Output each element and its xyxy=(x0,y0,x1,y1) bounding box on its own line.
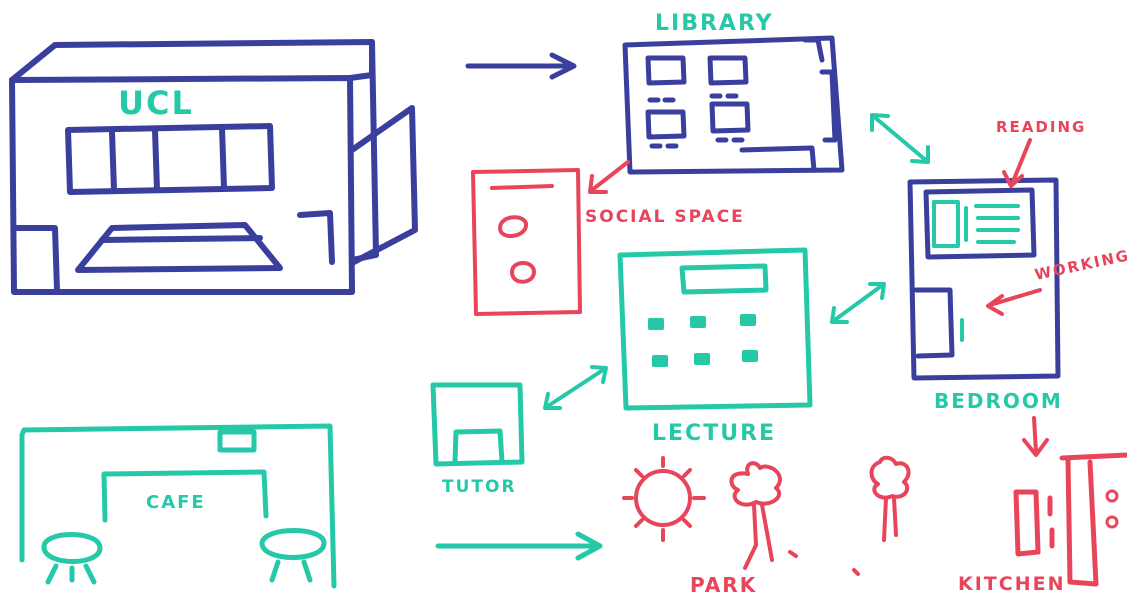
park-label: PARK xyxy=(690,573,757,597)
lecture-label: LECTURE xyxy=(652,421,776,446)
cafe-label: CAFE xyxy=(146,492,206,513)
bedroom-desk xyxy=(934,202,1018,340)
park-tree-right xyxy=(854,458,909,574)
kitchen-room xyxy=(1016,455,1127,584)
arrow-cafe-to-park xyxy=(438,534,600,558)
ucl-building xyxy=(12,42,415,292)
kitchen-hob xyxy=(1107,491,1117,527)
library-room xyxy=(625,38,842,172)
bedroom-label: BEDROOM xyxy=(934,389,1063,413)
park-tree-left xyxy=(731,463,796,568)
social-space-room xyxy=(473,170,580,314)
arrow-ucl-to-library xyxy=(468,55,574,77)
park-sun xyxy=(624,458,704,540)
arrow-lecture-bedroom xyxy=(832,284,884,322)
working-label: WORKING xyxy=(1033,246,1127,284)
social-space-label: SOCIAL SPACE xyxy=(585,207,745,227)
library-label: LIBRARY xyxy=(655,11,774,36)
arrow-bedroom-kitchen xyxy=(1024,418,1047,455)
arrow-tutor-lecture xyxy=(545,367,606,408)
lecture-seats xyxy=(648,314,758,367)
reading-label: READING xyxy=(996,118,1086,136)
arrow-library-bedroom xyxy=(872,115,928,162)
tutor-room xyxy=(433,385,522,464)
arrow-working xyxy=(988,290,1040,314)
kitchen-label: KITCHEN xyxy=(958,573,1065,595)
arrow-library-to-social xyxy=(590,162,628,192)
tutor-label: TUTOR xyxy=(442,477,517,497)
ucl-label: UCL xyxy=(118,84,194,122)
